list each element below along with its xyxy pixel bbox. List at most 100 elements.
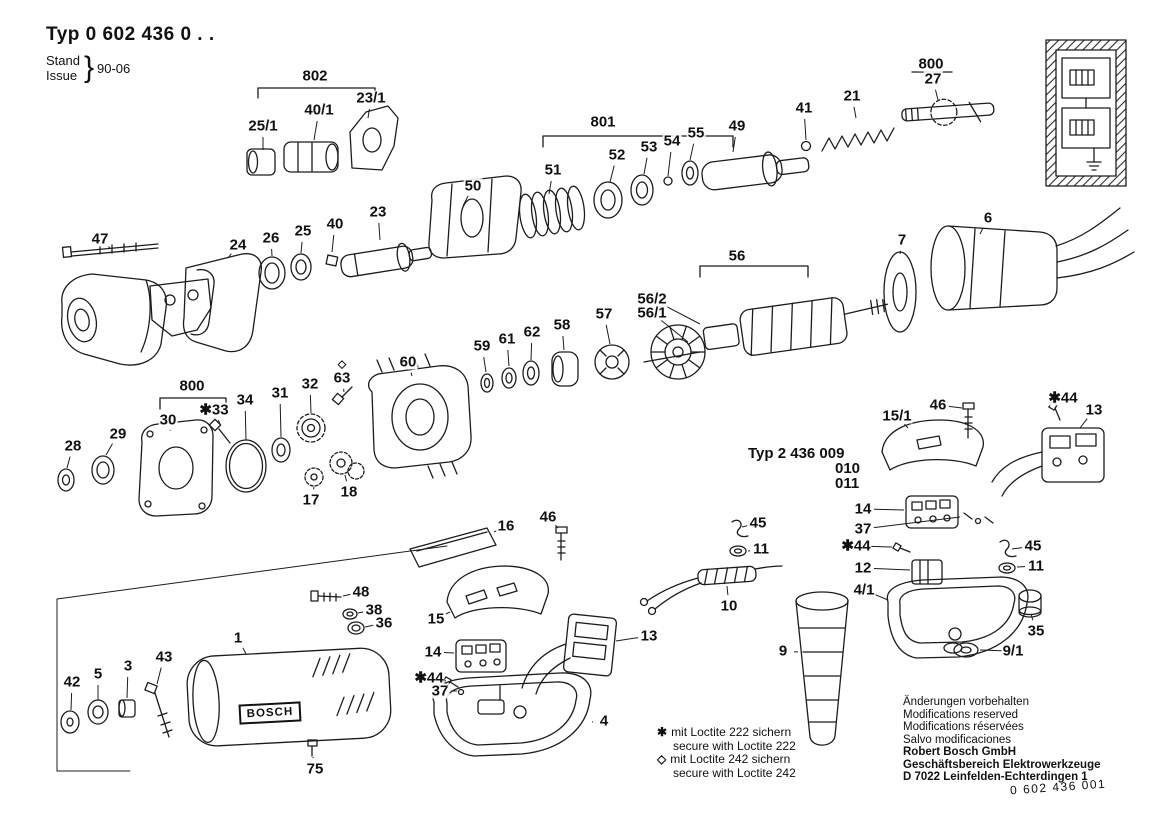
part-label-5: 5	[92, 665, 104, 683]
part-label-36: 36	[374, 614, 394, 632]
leader-line	[244, 410, 247, 441]
part-label-3: 3	[122, 657, 134, 675]
leader-line	[904, 423, 909, 429]
part-label-30: 30	[158, 411, 178, 429]
part-label-800: 800	[178, 377, 206, 395]
part-label-57: 57	[594, 305, 614, 323]
wiring-inset	[1045, 39, 1127, 187]
part-label-44: ✱44	[1047, 389, 1079, 407]
leader-line	[615, 637, 639, 642]
leader-line	[105, 443, 113, 456]
leader-line	[948, 405, 963, 409]
leader-line	[643, 157, 648, 175]
leader-line	[410, 372, 413, 377]
typ-variant-3: 011	[835, 475, 860, 492]
leader-line	[530, 342, 533, 361]
part-label-17: 17	[301, 491, 321, 509]
notice-line: Modifications réservées	[903, 721, 1024, 733]
part-label-34: 34	[235, 391, 255, 409]
part-label-4: 4	[598, 712, 610, 730]
company-line: D 7022 Leinfelden-Echterdingen 1	[903, 771, 1088, 783]
part-label-14: 14	[423, 643, 443, 661]
leader-line	[331, 234, 335, 253]
company-line: Robert Bosch GmbH	[903, 746, 1017, 758]
part-label-40-1: 40/1	[303, 101, 335, 119]
part-label-51: 51	[543, 161, 563, 179]
leader-line	[367, 108, 370, 119]
part-label-1: 1	[232, 629, 244, 647]
leader-line	[107, 246, 111, 249]
part-label-56-2: 56/2	[636, 290, 668, 308]
part-label-12: 12	[853, 559, 873, 577]
company-line: Geschäftsbereich Elektrowerkzeuge	[903, 758, 1101, 771]
assembly-housing-bottom-left	[60, 590, 392, 757]
leader-line	[660, 319, 689, 343]
typ-variants-block: Typ 2 436 009 010 011	[748, 446, 860, 491]
leader-line	[609, 165, 615, 183]
leader-line	[462, 195, 469, 207]
part-label-11: 11	[752, 540, 770, 558]
part-label-63: 63	[332, 369, 352, 387]
leader-line	[300, 241, 303, 254]
part-label-44: ✱44	[413, 669, 445, 687]
leader-line	[378, 222, 381, 241]
part-label-45: 45	[748, 514, 768, 532]
part-label-46: 46	[538, 508, 558, 526]
part-label-26: 26	[261, 229, 281, 247]
part-label-32: 32	[300, 375, 320, 393]
part-label-16: 16	[496, 517, 516, 535]
assembly-spindle	[60, 242, 433, 366]
loctite-legend: ✱mit Loctite 222 sichern secure with Loc…	[657, 725, 796, 780]
leader-line	[667, 151, 672, 177]
leader-line	[217, 419, 221, 425]
part-label-58: 58	[552, 316, 572, 334]
stand-issue: Stand Issue } 90-06	[46, 51, 215, 85]
bosch-logo: BOSCH	[238, 701, 302, 725]
leader-line	[979, 227, 984, 235]
typ-variant-1: Typ 2 436 009	[748, 445, 845, 462]
part-label-802: 802	[301, 67, 329, 85]
brace-glyph: }	[83, 51, 95, 84]
leader-line	[242, 647, 247, 655]
leader-line	[156, 667, 162, 685]
notice-line: Modifications reserved	[903, 708, 1019, 721]
part-label-37: 37	[853, 520, 873, 538]
part-label-38: 38	[364, 601, 384, 619]
part-label-56: 56	[727, 247, 747, 265]
part-label-6: 6	[982, 209, 994, 227]
assembly-motor	[331, 207, 1135, 479]
legend-diamond-en: secure with Loctite 242	[673, 765, 796, 780]
part-label-50: 50	[463, 177, 483, 195]
part-label-24: 24	[228, 236, 248, 254]
legend-star-en: secure with Loctite 222	[673, 738, 796, 753]
leader-line	[873, 508, 905, 511]
part-label-55: 55	[686, 124, 706, 142]
leader-line	[1079, 418, 1088, 429]
part-label-15-1: 15/1	[881, 407, 913, 425]
leader-line	[661, 303, 701, 325]
part-label-31: 31	[270, 384, 290, 402]
leader-line	[1030, 613, 1034, 621]
leader-line	[548, 180, 552, 195]
part-label-27: 27	[923, 70, 943, 88]
part-label-49: 49	[727, 117, 747, 135]
leader-line	[344, 474, 347, 482]
leader-line	[70, 692, 73, 711]
part-label-23: 23	[368, 203, 388, 221]
part-label-42: 42	[62, 673, 82, 691]
part-label-14: 14	[853, 500, 873, 518]
legend-diamond-line: ◇mit Loctite 242 sichern	[657, 752, 796, 767]
part-label-: ◇	[336, 358, 348, 371]
legend-diamond-de: mit Loctite 242 sichern	[670, 752, 791, 766]
leader-line	[873, 516, 961, 529]
part-label-47: 47	[90, 230, 110, 248]
leader-line	[364, 624, 374, 628]
part-label-21: 21	[842, 87, 862, 105]
section-lines	[56, 545, 448, 772]
part-label-33: ✱33	[198, 401, 230, 419]
part-label-60: 60	[398, 353, 418, 371]
part-label-53: 53	[639, 138, 659, 156]
leader-line	[873, 568, 911, 571]
star-icon: ✱	[657, 725, 668, 739]
leader-line	[507, 349, 510, 367]
